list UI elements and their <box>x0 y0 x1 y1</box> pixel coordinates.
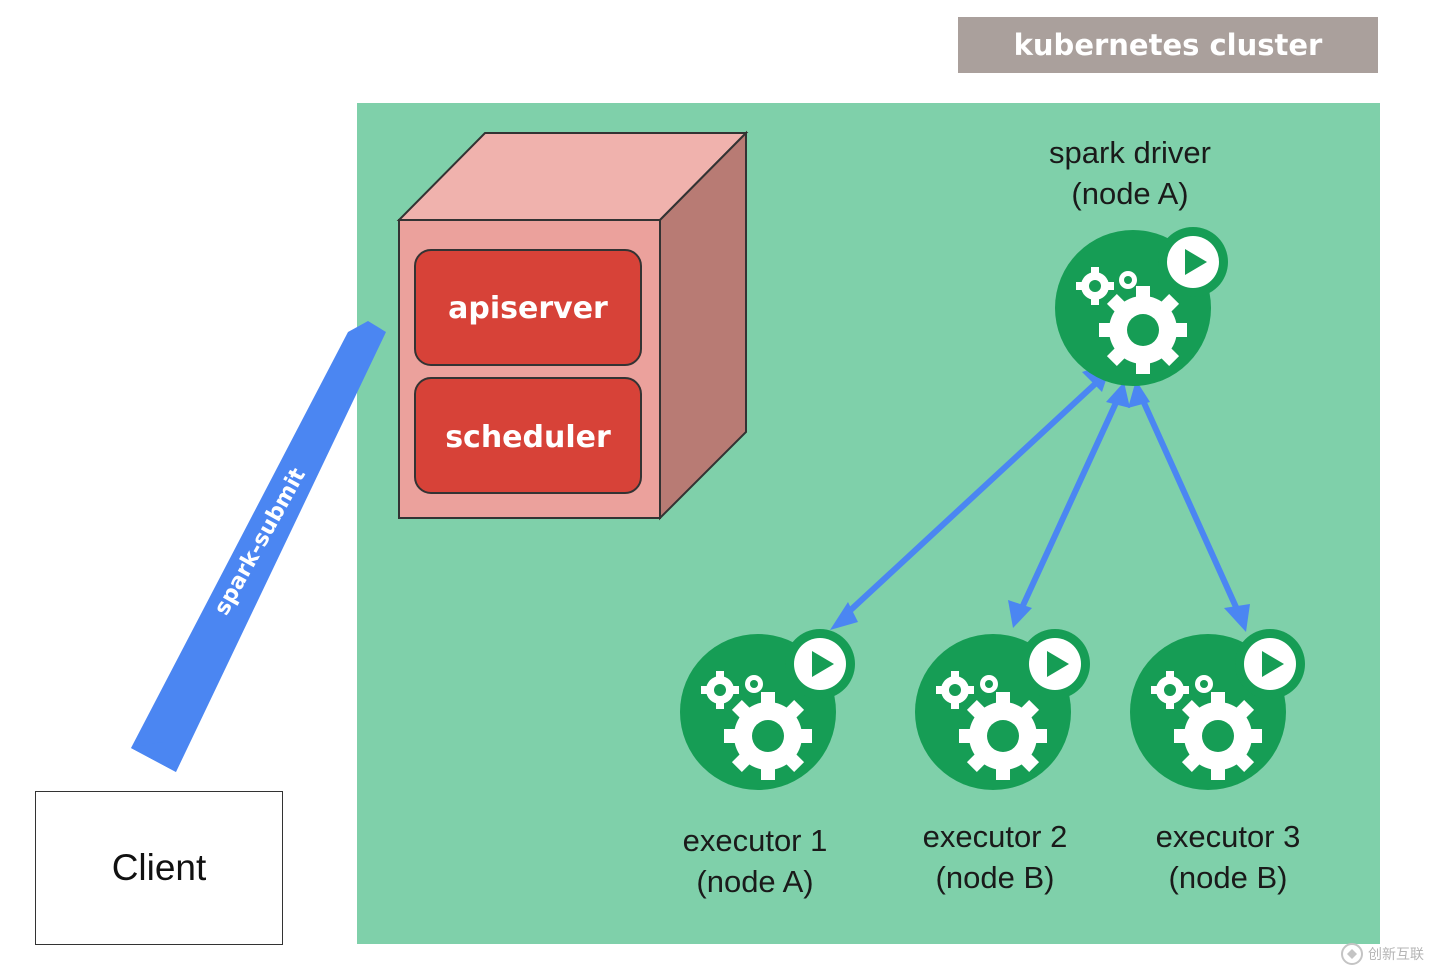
watermark-text: 创新互联 <box>1368 946 1424 962</box>
driver-node: (node A) <box>1071 176 1189 211</box>
driver-name: spark driver <box>1049 135 1211 170</box>
executor-2-name: executor 2 <box>922 819 1068 854</box>
executor-1-label: executor 1 (node A) <box>640 820 870 902</box>
control-plane-box: apiserver scheduler <box>396 130 749 521</box>
client-label: Client <box>111 847 207 888</box>
executor-1-icon <box>680 629 855 790</box>
watermark-logo-icon <box>1341 943 1363 965</box>
scheduler-pill: scheduler <box>414 377 642 494</box>
executor-1-node: (node A) <box>696 864 814 899</box>
apiserver-pill: apiserver <box>414 249 642 366</box>
cluster-title-tag: kubernetes cluster <box>958 17 1378 73</box>
spark-submit-arrow: spark-submit <box>131 321 386 772</box>
executor-1-name: executor 1 <box>682 823 828 858</box>
executor-3-icon <box>1130 629 1305 790</box>
executor-3-label: executor 3 (node B) <box>1113 816 1343 898</box>
executor-2-label: executor 2 (node B) <box>880 816 1110 898</box>
spark-driver-label: spark driver (node A) <box>1010 132 1250 214</box>
cluster-title: kubernetes cluster <box>1013 28 1323 62</box>
client-box: Client <box>35 791 283 945</box>
connector-arrows <box>830 362 1250 632</box>
apiserver-label: apiserver <box>448 291 608 326</box>
executor-3-node: (node B) <box>1168 860 1288 895</box>
watermark: 创新互联 <box>1340 932 1440 976</box>
spark-driver-icon <box>1055 227 1228 386</box>
executor-2-node: (node B) <box>935 860 1055 895</box>
executor-2-icon <box>915 629 1090 790</box>
scheduler-label: scheduler <box>445 420 611 455</box>
spark-submit-label: spark-submit <box>210 464 312 620</box>
executor-3-name: executor 3 <box>1155 819 1301 854</box>
